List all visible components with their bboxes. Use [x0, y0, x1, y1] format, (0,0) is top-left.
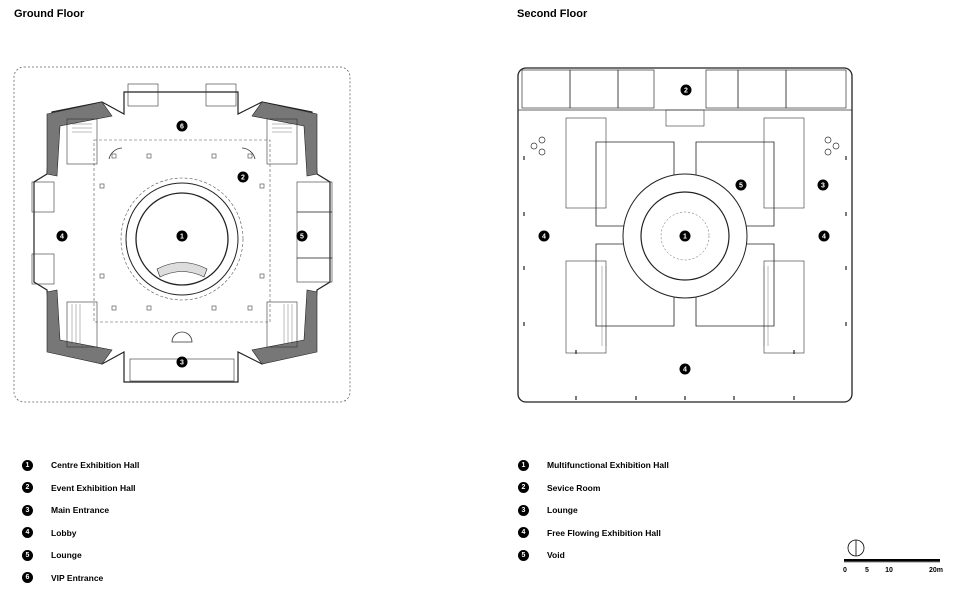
- marker-4b: 4: [822, 234, 826, 241]
- legend-item: 2 Sevice Room: [518, 477, 669, 500]
- legend-item: 4 Free Flowing Exhibition Hall: [518, 522, 669, 545]
- legend-item: 1 Centre Exhibition Hall: [22, 454, 139, 477]
- legend-item: 3 Lounge: [518, 499, 669, 522]
- legend-number: 6: [22, 572, 33, 583]
- marker-4: 4: [60, 234, 64, 241]
- north-arrow-icon: [848, 540, 864, 556]
- marker-3: 3: [821, 183, 825, 190]
- second-floor-title: Second Floor: [517, 8, 587, 20]
- legend-item: 5 Lounge: [22, 544, 139, 567]
- ground-floor-plan: 1 2 3 4 5 6: [12, 64, 352, 404]
- marker-2: 2: [241, 175, 245, 182]
- legend-item: 5 Void: [518, 544, 669, 567]
- legend-item: 4 Lobby: [22, 522, 139, 545]
- marker-3: 3: [180, 360, 184, 367]
- legend-label: Void: [547, 550, 565, 560]
- second-floor-plan: 1 2 3 4 4 4 5: [516, 66, 854, 404]
- legend-label: Free Flowing Exhibition Hall: [547, 528, 661, 538]
- legend-label: Lobby: [51, 528, 77, 538]
- ground-floor-legend: 1 Centre Exhibition Hall 2 Event Exhibitio…: [22, 454, 139, 589]
- legend-number: 2: [22, 482, 33, 493]
- scale-tick-20: 20m: [929, 567, 943, 574]
- legend-number: 5: [22, 550, 33, 561]
- legend-label: VIP Entrance: [51, 573, 103, 583]
- legend-label: Lounge: [547, 505, 578, 515]
- marker-5: 5: [739, 183, 743, 190]
- legend-item: 2 Event Exhibition Hall: [22, 477, 139, 500]
- legend-number: 5: [518, 550, 529, 561]
- scale-bar-line: [844, 559, 940, 562]
- legend-label: Centre Exhibition Hall: [51, 460, 139, 470]
- legend-label: Main Entrance: [51, 505, 109, 515]
- legend-number: 1: [518, 460, 529, 471]
- legend-number: 2: [518, 482, 529, 493]
- legend-number: 1: [22, 460, 33, 471]
- marker-5: 5: [300, 234, 304, 241]
- marker-1: 1: [683, 234, 687, 241]
- legend-label: Event Exhibition Hall: [51, 483, 136, 493]
- scale-bar: 0 5 10 20m: [836, 538, 948, 580]
- legend-label: Multifunctional Exhibition Hall: [547, 460, 669, 470]
- legend-number: 4: [22, 527, 33, 538]
- ground-floor-title: Ground Floor: [14, 8, 84, 20]
- legend-label: Sevice Room: [547, 483, 600, 493]
- legend-number: 4: [518, 527, 529, 538]
- marker-1: 1: [180, 234, 184, 241]
- scale-tick-10: 10: [885, 567, 893, 574]
- marker-6: 6: [180, 124, 184, 131]
- marker-2: 2: [684, 88, 688, 95]
- scale-tick-0: 0: [843, 567, 847, 574]
- legend-label: Lounge: [51, 550, 82, 560]
- marker-4a: 4: [542, 234, 546, 241]
- legend-item: 1 Multifunctional Exhibition Hall: [518, 454, 669, 477]
- scale-tick-5: 5: [865, 567, 869, 574]
- legend-number: 3: [518, 505, 529, 516]
- second-floor-legend: 1 Multifunctional Exhibition Hall 2 Sevice…: [518, 454, 669, 567]
- legend-item: 3 Main Entrance: [22, 499, 139, 522]
- marker-4c: 4: [683, 367, 687, 374]
- legend-number: 3: [22, 505, 33, 516]
